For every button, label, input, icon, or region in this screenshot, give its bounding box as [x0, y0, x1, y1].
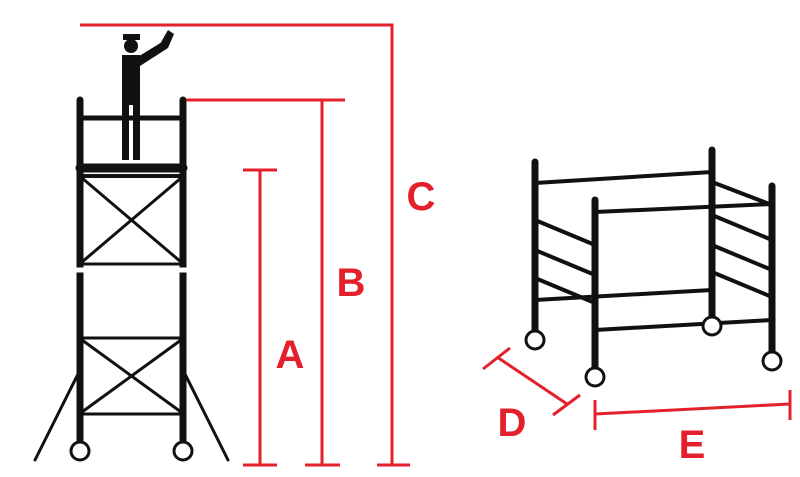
wheel-icon — [584, 366, 606, 388]
dimension-a: A — [243, 168, 305, 467]
wheel-icon — [701, 315, 723, 337]
dimension-e: E — [593, 390, 792, 467]
tower-scaffold — [33, 96, 230, 462]
worker-figure — [122, 30, 174, 160]
label-d: D — [498, 401, 527, 445]
wheel-icon — [524, 329, 546, 351]
dimension-d: D — [482, 346, 581, 445]
label-b: B — [337, 261, 366, 305]
wheel-icon — [69, 440, 91, 462]
wheel-icon — [172, 440, 194, 462]
wheel-icon — [761, 350, 783, 372]
dimension-b: B — [186, 98, 366, 467]
label-c: C — [407, 175, 436, 219]
dimension-c: C — [80, 23, 436, 467]
label-e: E — [679, 423, 706, 467]
base-frame-scaffold — [524, 146, 783, 388]
label-a: A — [276, 333, 305, 377]
